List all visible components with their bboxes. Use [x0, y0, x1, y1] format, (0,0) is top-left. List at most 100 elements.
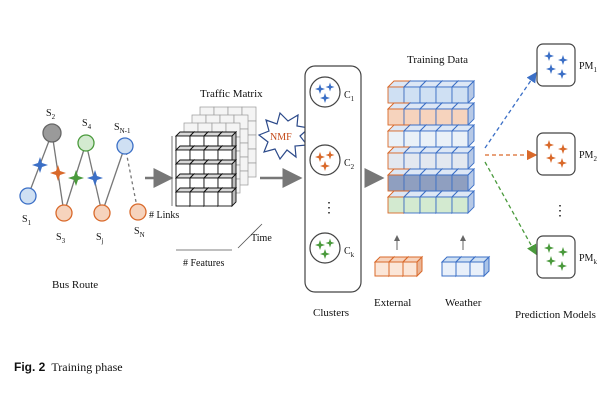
cube-front-face — [419, 130, 437, 148]
traffic-matrix-cube: Traffic Matrix # Links # Features Time — [149, 88, 272, 269]
model-box-pm2 — [536, 132, 576, 176]
cluster-c1 — [309, 76, 341, 108]
star-icon — [557, 69, 567, 79]
cube-front-face — [387, 152, 405, 170]
training-data-cell — [450, 189, 476, 215]
stop-label-s2: S2 — [46, 108, 56, 121]
training-data-cell — [450, 101, 476, 127]
stop-node-s1 — [19, 187, 37, 205]
weather-label: Weather — [445, 297, 482, 309]
model-label-pmk: PMk — [579, 253, 597, 266]
cube-front-face — [451, 174, 469, 192]
model-box-pm1 — [536, 43, 576, 87]
star-icon — [557, 158, 567, 168]
features-axis-label: # Features — [183, 258, 224, 269]
training-data-grid: Training Data External Weather — [373, 54, 491, 309]
star-icon-orange-edge — [50, 165, 66, 181]
time-axis-label: Time — [251, 233, 272, 244]
model-label-pm1: PM1 — [579, 61, 597, 74]
cube-front-face — [435, 174, 453, 192]
external-cube — [401, 255, 424, 278]
cube-front-face — [435, 152, 453, 170]
training-data-cell — [450, 145, 476, 171]
arrow-to-pmk — [484, 161, 537, 256]
stop-label-sj: Sj — [96, 232, 104, 245]
star-icon — [320, 249, 330, 259]
cube-front-face — [435, 108, 453, 126]
model-label-pm2: PM2 — [579, 150, 597, 163]
star-icon — [320, 161, 330, 171]
prediction-models-label: Prediction Models — [515, 309, 596, 321]
cube-front-face — [374, 261, 390, 277]
cluster-label-c1: C1 — [344, 90, 355, 103]
stop-node-sn-1 — [116, 137, 134, 155]
star-icon — [544, 51, 554, 61]
star-icon-blue-edge-2 — [87, 170, 103, 186]
stop-node-sn — [129, 203, 147, 221]
cube-front-face — [469, 261, 485, 277]
cube-front-face — [387, 174, 405, 192]
stop-node-s3 — [55, 204, 73, 222]
star-icon — [315, 152, 325, 162]
cube-front-face — [419, 196, 437, 214]
star-icon — [325, 238, 335, 248]
training-data-cell — [450, 167, 476, 193]
time-axis-line — [237, 223, 263, 249]
star-icon — [558, 247, 568, 257]
star-icon — [315, 84, 325, 94]
star-icon — [325, 150, 335, 160]
bus-route-graph: S1 S2 S3 S4 Sj SN-1 SN Bus Route — [19, 108, 147, 291]
figure-caption: Fig. 2 Training phase — [14, 360, 123, 375]
cluster-label-c2: C2 — [344, 158, 355, 171]
star-icon — [544, 140, 554, 150]
cluster-label-ck: Ck — [344, 246, 355, 259]
stop-node-sj — [93, 204, 111, 222]
cube-front-face — [387, 86, 405, 104]
stop-label-sn: SN — [134, 226, 145, 239]
cube-front-face — [403, 196, 421, 214]
star-icon — [557, 261, 567, 271]
cube-front-face — [387, 108, 405, 126]
cluster-ck — [309, 232, 341, 264]
star-icon — [320, 93, 330, 103]
cube-front-face — [451, 86, 469, 104]
cube-front-face — [403, 86, 421, 104]
matrix-front-cell — [216, 186, 238, 208]
cube-front-face — [217, 191, 233, 207]
star-icon — [558, 144, 568, 154]
cube-front-face — [175, 191, 191, 207]
stop-label-s4: S4 — [82, 118, 92, 131]
stop-label-s3: S3 — [56, 232, 66, 245]
cube-front-face — [403, 174, 421, 192]
training-data-cell — [450, 123, 476, 149]
star-icon — [546, 153, 556, 163]
traffic-matrix-title: Traffic Matrix — [200, 88, 263, 100]
star-icon-blue-edge — [32, 157, 48, 173]
cube-front-face — [387, 196, 405, 214]
star-icon — [325, 82, 335, 92]
cube-front-face — [451, 152, 469, 170]
bus-route-label: Bus Route — [52, 279, 98, 291]
stop-label-s1: S1 — [22, 214, 32, 227]
figure-number: Fig. 2 — [14, 360, 46, 374]
stop-node-s2 — [42, 123, 62, 143]
cube-front-face — [403, 130, 421, 148]
cube-front-face — [455, 261, 471, 277]
figure-caption-text: Training phase — [51, 360, 123, 374]
links-axis-label: # Links — [149, 210, 179, 221]
cube-front-face — [403, 152, 421, 170]
cube-front-face — [451, 108, 469, 126]
cube-front-face — [419, 108, 437, 126]
cube-front-face — [451, 130, 469, 148]
cube-front-face — [203, 191, 219, 207]
clusters-ellipsis: ⋮ — [322, 201, 336, 216]
stop-label-sn-1: SN-1 — [114, 122, 131, 135]
clusters-panel: ⋮ C1 C2 Ck Clusters — [304, 65, 362, 319]
cluster-c2 — [309, 144, 341, 176]
cube-front-face — [435, 196, 453, 214]
training-data-title: Training Data — [407, 54, 468, 66]
training-data-cell — [450, 79, 476, 105]
cube-front-face — [435, 130, 453, 148]
cube-front-face — [419, 152, 437, 170]
